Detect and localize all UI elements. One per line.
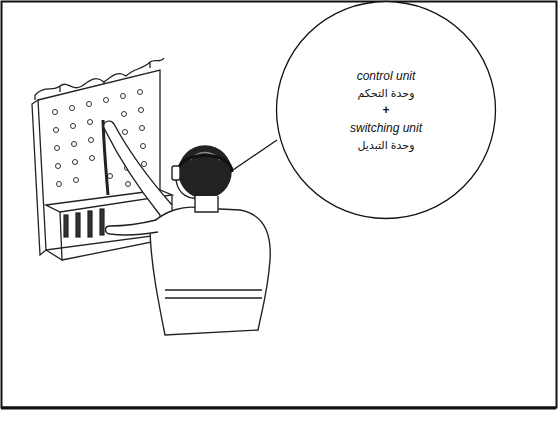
leader-line (230, 140, 277, 172)
frame-bottom (1, 407, 556, 410)
plug-cords (64, 120, 108, 237)
node-text: وحدة التحكم (275, 88, 497, 99)
switchboard-panel (32, 58, 172, 260)
frame (2, 2, 557, 408)
node-text: switching unit (275, 122, 497, 134)
node-text: + (275, 104, 497, 116)
callout-circle: control unit وحدة التحكم + switching unit وح… (275, 0, 497, 220)
operator-figure (104, 121, 271, 335)
node-text: control unit (275, 70, 497, 82)
node-text: وحدة التبديل (275, 140, 497, 151)
